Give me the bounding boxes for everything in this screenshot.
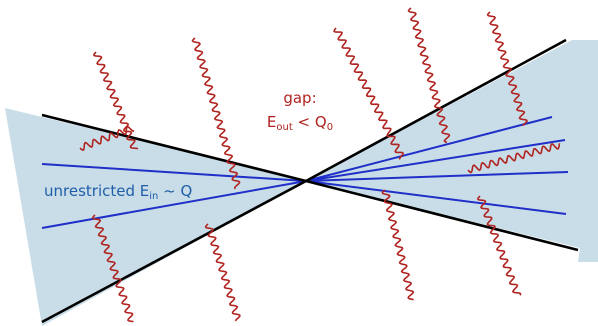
wavy-line-1 <box>92 51 139 150</box>
left-cone-upper-edge <box>41 113 307 183</box>
left-cone-lower-edge <box>41 179 307 324</box>
left-jet-line-lower <box>41 180 307 229</box>
jet-lines <box>41 116 569 229</box>
left-jet-line-upper <box>41 163 307 182</box>
wavy-line-4 <box>407 7 451 144</box>
wavy-line-6 <box>91 214 134 323</box>
right-jet-line-1 <box>305 116 553 182</box>
wavy-line-5 <box>486 11 528 127</box>
right-jet-line-3 <box>305 171 569 182</box>
wavy-line-9 <box>476 195 522 296</box>
wavy-line-2 <box>191 37 241 190</box>
left-cone-region <box>5 108 306 326</box>
gap-condition-label: Eout < Q0 <box>267 113 333 133</box>
wavy-line-8 <box>381 189 415 301</box>
right-jet-line-2 <box>305 139 566 182</box>
wavy-line-10 <box>79 125 135 152</box>
wavy-line-11 <box>467 143 561 174</box>
wavy-line-7 <box>204 223 241 322</box>
gap-label: gap: <box>283 89 316 107</box>
wavy-line-3 <box>333 27 404 160</box>
wavy-emission-lines <box>79 7 561 323</box>
cone-edges <box>41 38 579 324</box>
right-cone-lower-edge <box>305 179 579 252</box>
right-cone-upper-edge <box>305 38 567 183</box>
jet-energy-label: unrestricted Ein ~ Q <box>44 182 192 202</box>
right-cone-region <box>306 40 598 262</box>
right-jet-line-4 <box>305 180 567 215</box>
